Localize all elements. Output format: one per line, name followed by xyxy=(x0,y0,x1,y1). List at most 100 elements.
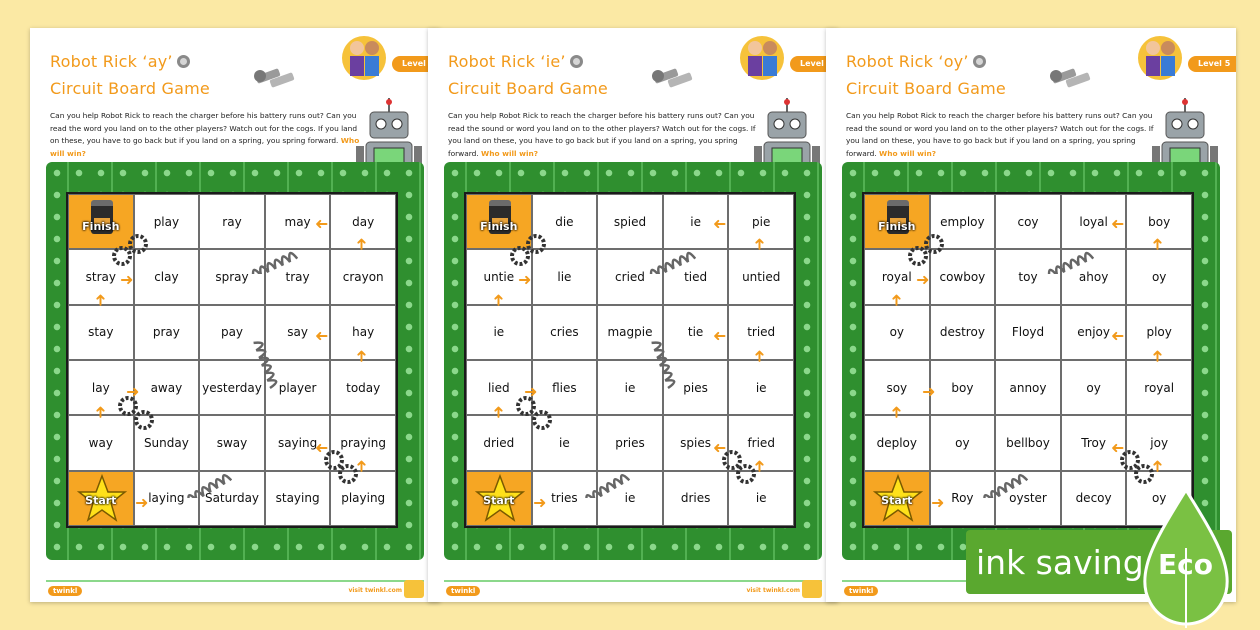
board-square: praying xyxy=(330,415,396,471)
board-square: say xyxy=(264,304,331,360)
board-square: tray xyxy=(264,249,331,305)
nut-icon xyxy=(972,55,986,68)
cogs-icon xyxy=(722,450,756,484)
cogs-icon xyxy=(112,234,148,266)
board-square: Troy xyxy=(1060,415,1127,471)
arrow-up-icon: ➜ xyxy=(1147,237,1167,251)
eco-label: Eco xyxy=(1158,548,1213,581)
cogs-icon xyxy=(1120,450,1154,484)
board-square: playing xyxy=(330,470,396,526)
board-square: loyal xyxy=(1060,194,1127,250)
arrow-up-icon: ➜ xyxy=(1147,349,1167,363)
star-icon xyxy=(475,473,525,522)
arrow-up-icon: ➜ xyxy=(886,293,906,307)
instructions: Can you help Robot Rick to reach the cha… xyxy=(50,111,360,158)
board-square: royal xyxy=(864,249,930,305)
board-square: ie xyxy=(466,304,532,360)
worksheet-oy: Robot Rick ‘oy’ Circuit Board Game Level… xyxy=(826,28,1236,602)
board-square: oyster xyxy=(995,470,1061,526)
arrow-right-icon: ➜ xyxy=(916,270,930,289)
board-square: spies xyxy=(662,415,729,471)
board-square: may xyxy=(264,194,331,250)
board-square: ie xyxy=(728,359,794,416)
robot-picture xyxy=(1152,98,1218,194)
board-square: oy xyxy=(1126,249,1192,305)
board-square: play xyxy=(133,194,200,250)
worksheet-title: Robot Rick ‘oy’ Circuit Board Game xyxy=(846,52,1006,98)
cogs-icon xyxy=(510,234,546,266)
arrow-up-icon: ➜ xyxy=(351,237,371,251)
board-square: flies xyxy=(531,359,598,416)
arrow-left-icon: ➜ xyxy=(1111,327,1125,346)
board-square: pie xyxy=(728,194,794,250)
footer-url: visit twinkl.com xyxy=(746,587,800,594)
board-square: pay xyxy=(199,304,265,360)
battery-icon xyxy=(91,200,113,234)
instructions: Can you help Robot Rick to reach the cha… xyxy=(448,111,756,158)
board-square: oy xyxy=(1060,359,1127,416)
twinkl-logo: twinkl xyxy=(844,586,879,596)
board-square: dried xyxy=(466,415,532,471)
spring-icon xyxy=(651,341,676,390)
board-square: pray xyxy=(133,304,200,360)
arrow-left-icon: ➜ xyxy=(315,215,329,234)
twinkl-logo: twinkl xyxy=(446,586,481,596)
cogs-icon xyxy=(908,234,944,266)
board-square: fried xyxy=(728,415,794,471)
board-square: royal xyxy=(1126,359,1192,416)
battery-icon xyxy=(489,200,511,234)
board-square: ray xyxy=(199,194,265,250)
board-square: Roy xyxy=(929,470,996,526)
board-square: pies xyxy=(662,359,729,416)
board-square: clay xyxy=(133,249,200,305)
board-square: tie xyxy=(662,304,729,360)
arrow-right-icon: ➜ xyxy=(533,493,547,512)
board-square: saying xyxy=(264,415,331,471)
arrow-right-icon: ➜ xyxy=(518,270,532,289)
board-square: bellboy xyxy=(995,415,1061,471)
board-square: oy xyxy=(864,304,930,360)
twinkl-logo: twinkl xyxy=(48,586,83,596)
board-square: ahoy xyxy=(1060,249,1127,305)
spring-icon xyxy=(1047,251,1094,274)
star-icon xyxy=(77,473,127,522)
arrow-right-icon: ➜ xyxy=(120,270,134,289)
game-board: Finish die spied ie pie untie lie cried … xyxy=(464,192,796,528)
board-square: yesterday xyxy=(199,359,265,416)
arrow-right-icon: ➜ xyxy=(524,382,538,401)
instructions: Can you help Robot Rick to reach the cha… xyxy=(846,111,1154,158)
children-picture xyxy=(740,36,784,80)
arrow-right-icon: ➜ xyxy=(922,382,936,401)
board-square: boy xyxy=(929,359,996,416)
board-square: magpie xyxy=(597,304,663,360)
children-picture xyxy=(342,36,386,80)
board-square: away xyxy=(133,359,200,416)
arrow-right-icon: ➜ xyxy=(126,382,140,401)
level-tab: Level 5 xyxy=(1188,56,1236,72)
spring-icon xyxy=(983,474,1028,498)
arrow-right-icon: ➜ xyxy=(931,493,945,512)
footer-divider xyxy=(46,580,424,582)
board-square: oy xyxy=(929,415,996,471)
board-square: boy xyxy=(1126,194,1192,250)
board-square: staying xyxy=(264,470,331,526)
board-square: spray xyxy=(199,249,265,305)
footer-url: visit twinkl.com xyxy=(348,587,402,594)
bolts-icon xyxy=(652,68,693,88)
arrow-up-icon: ➜ xyxy=(749,349,769,363)
footer-badge xyxy=(802,580,822,598)
board-square: soy xyxy=(864,359,930,416)
board-square: toy xyxy=(995,249,1061,305)
arrow-up-icon: ➜ xyxy=(90,405,110,419)
board-square: cowboy xyxy=(929,249,996,305)
finish-square: Finish xyxy=(68,194,134,250)
board-square: ie xyxy=(531,415,598,471)
board-square: tied xyxy=(662,249,729,305)
arrow-right-icon: ➜ xyxy=(135,493,149,512)
start-square: Start xyxy=(68,470,134,526)
footer-badge xyxy=(404,580,424,598)
finish-square: Finish xyxy=(864,194,930,250)
worksheet-title: Robot Rick ‘ie’ Circuit Board Game xyxy=(448,52,608,98)
start-square: Start xyxy=(864,470,930,526)
board-square: Saturday xyxy=(199,470,265,526)
